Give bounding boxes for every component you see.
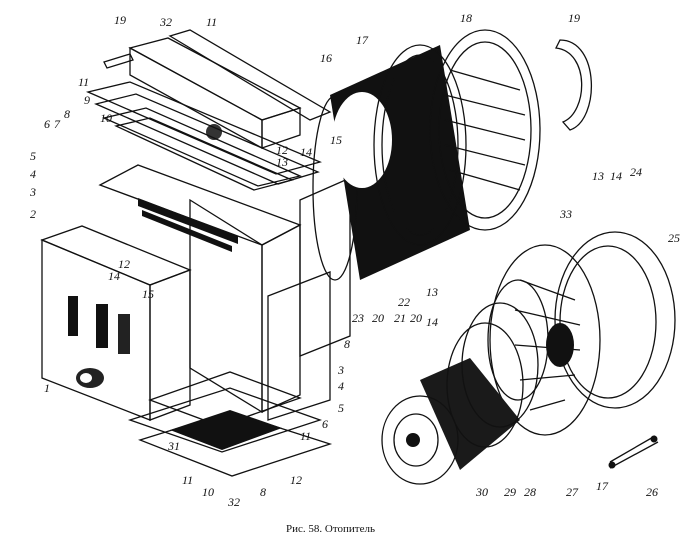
callout-label: 20 bbox=[410, 311, 422, 325]
callout-label: 24 bbox=[630, 165, 642, 179]
callout-label: 5 bbox=[30, 149, 36, 163]
callout-label: 16 bbox=[320, 51, 332, 65]
callout-label: 25 bbox=[668, 231, 680, 245]
callout-label: 15 bbox=[330, 133, 342, 147]
callout-label: 17 bbox=[596, 479, 609, 493]
half-ring-19 bbox=[555, 39, 593, 131]
callout-label: 28 bbox=[524, 485, 536, 499]
callout-label: 1 bbox=[44, 381, 50, 395]
radiator-block bbox=[98, 164, 302, 414]
flange-strip-11-top bbox=[168, 29, 332, 121]
callout-label: 14 bbox=[300, 145, 312, 159]
callout-label: 11 bbox=[78, 75, 89, 89]
callout-label: 8 bbox=[260, 485, 266, 499]
callout-label: 12 bbox=[290, 473, 302, 487]
fan-27 bbox=[489, 244, 601, 436]
callout-label: 32 bbox=[159, 15, 172, 29]
callout-label: 23 bbox=[352, 311, 364, 325]
callout-label: 5 bbox=[338, 401, 344, 415]
strip-19 bbox=[103, 53, 134, 69]
callout-label: 18 bbox=[460, 11, 472, 25]
callout-label: 13 bbox=[426, 285, 438, 299]
callout-label: 33 bbox=[559, 207, 572, 221]
callout-label: 27 bbox=[566, 485, 579, 499]
callout-label: 7 bbox=[54, 117, 61, 131]
callout-label: 2 bbox=[30, 207, 36, 221]
grille-housing-25 bbox=[554, 231, 676, 409]
callout-label: 17 bbox=[356, 33, 369, 47]
gasket-frames bbox=[85, 81, 322, 191]
callout-label: 3 bbox=[29, 185, 36, 199]
callout-label: 19 bbox=[568, 11, 580, 25]
front-housing-1 bbox=[40, 225, 192, 421]
callout-label: 4 bbox=[30, 167, 36, 181]
callout-label: 9 bbox=[84, 93, 90, 107]
bottom-plates bbox=[127, 371, 333, 477]
callout-label: 22 bbox=[398, 295, 410, 309]
rings-28-29 bbox=[446, 279, 549, 448]
duct-cylinder-16 bbox=[312, 45, 470, 281]
callout-label: 19 bbox=[114, 13, 126, 27]
callout-label: 14 bbox=[108, 269, 120, 283]
callout-label: 13 bbox=[592, 169, 604, 183]
callout-label: 29 bbox=[504, 485, 516, 499]
callout-label: 4 bbox=[338, 379, 344, 393]
callout-label: 14 bbox=[426, 315, 438, 329]
impeller-18 bbox=[429, 29, 541, 231]
callout-label: 13 bbox=[276, 155, 288, 169]
callout-label: 3 bbox=[337, 363, 344, 377]
callout-label: 8 bbox=[64, 107, 70, 121]
callout-label: 21 bbox=[394, 311, 406, 325]
callout-label: 14 bbox=[610, 169, 622, 183]
motor-30 bbox=[381, 358, 520, 485]
flange-ring-17 bbox=[373, 44, 467, 246]
callout-label: 8 bbox=[344, 337, 350, 351]
callout-label: 11 bbox=[300, 429, 311, 443]
callout-label: 12 bbox=[118, 257, 130, 271]
callout-label: 11 bbox=[182, 473, 193, 487]
bracket-26 bbox=[608, 435, 659, 469]
figure-caption: Рис. 58. Отопитель bbox=[286, 523, 375, 535]
callout-label: 32 bbox=[227, 495, 240, 509]
callout-label: 6 bbox=[322, 417, 328, 431]
callout-label: 31 bbox=[167, 439, 180, 453]
callout-label: 11 bbox=[206, 15, 217, 29]
callout-label: 10 bbox=[100, 111, 112, 125]
callout-label: 10 bbox=[202, 485, 214, 499]
callout-label: 20 bbox=[372, 311, 384, 325]
callout-label: 6 bbox=[44, 117, 50, 131]
callout-label: 30 bbox=[475, 485, 488, 499]
callout-label: 26 bbox=[646, 485, 658, 499]
callout-label: 15 bbox=[142, 287, 154, 301]
rear-flange-8 bbox=[267, 177, 351, 421]
callout-label: 12 bbox=[276, 143, 288, 157]
